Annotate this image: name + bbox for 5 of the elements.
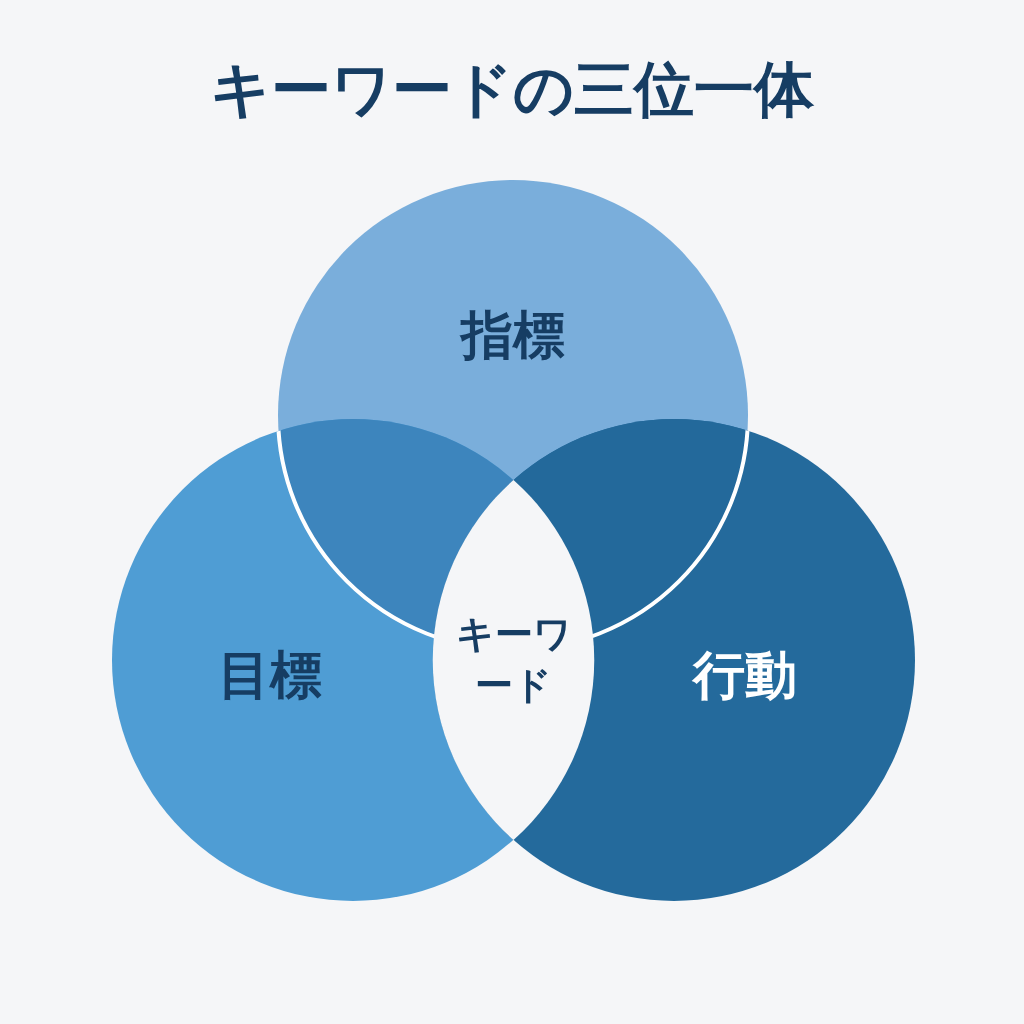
center-label: キーワード [454, 610, 573, 709]
circle-label: 目標 [218, 649, 322, 701]
circle-label: 行動 [693, 649, 797, 701]
title: キーワードの三位一体 [209, 53, 815, 126]
circle-label: 指標 [461, 309, 565, 361]
